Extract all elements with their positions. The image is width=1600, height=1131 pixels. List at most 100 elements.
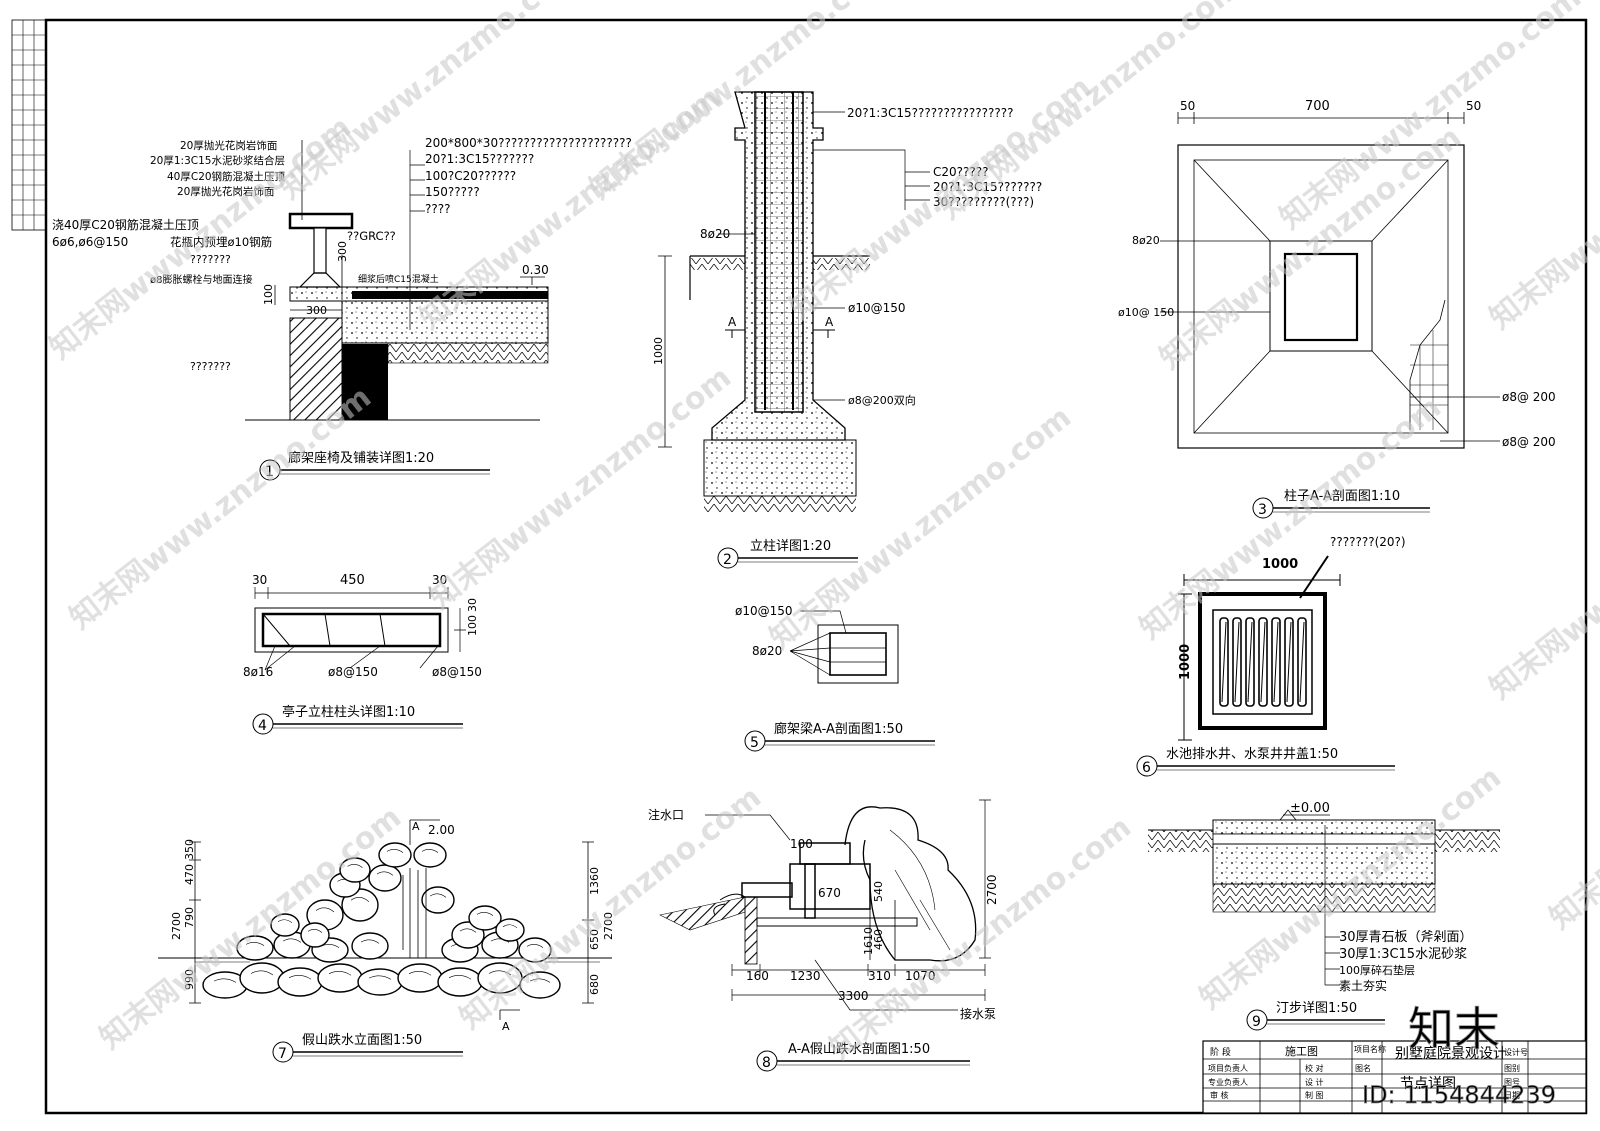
watermark-text: 知末网www.znzmo.com (93, 800, 408, 1057)
rock-shape (421, 886, 455, 914)
watermark-text: 知末网www.znzmo.com (1543, 680, 1600, 937)
outer-border (44, 18, 1588, 1115)
detail-1-note-left-6: 花瓶内预埋ø10钢筋 (170, 235, 272, 249)
detail-2-number: 2 (723, 552, 732, 568)
detail-1-concrete-note: 细浆后喷C15混凝土 (358, 273, 439, 285)
detail-1-elevation: 0.30 (522, 263, 549, 277)
detail-7-dim-right-2: 680 (588, 974, 601, 995)
detail-8-dim-1: 1230 (790, 969, 821, 983)
detail-3-dim-1: 700 (1305, 99, 1330, 114)
detail-7-dim-left-0: 350 (183, 839, 196, 860)
rock-shape (397, 963, 443, 993)
detail-7-dim-right-3: 2700 (602, 912, 615, 940)
rock-shape (518, 937, 552, 963)
tb-date: 日期 (1504, 1091, 1520, 1100)
detail-7-rockery-elevation: 350 470 790 2700 990 1360 650 680 2700 A… (158, 819, 615, 1063)
resource-id: ID: 1154844239 (1362, 1081, 1556, 1109)
detail-9-note-3: 素土夯实 (1339, 978, 1387, 993)
left-margin-grid (11, 19, 47, 231)
detail-4-dim-1: 450 (340, 573, 365, 588)
tb-stage-value: 施工图 (1285, 1045, 1318, 1058)
detail-8-note-inlet: 注水口 (648, 807, 684, 822)
detail-6-drain-cover: ???????(20?) 1000 1000 6 水池排水井、水泵井井盖1:50 (1136, 535, 1406, 777)
detail-1-dim-300a: 300 (336, 241, 349, 262)
detail-4-note-1: ø8@150 (328, 665, 378, 679)
detail-8-title: A-A假山跌水剖面图1:50 (788, 1041, 930, 1057)
detail-7-section-a-top: A (412, 820, 420, 833)
detail-9-note-1: 30厚1:3C15水泥砂浆 (1339, 947, 1467, 962)
detail-6-dim-height: 1000 (1178, 644, 1193, 680)
detail-3-note-0: 8ø20 (1132, 234, 1160, 247)
tb-draft: 制 图 (1305, 1090, 1324, 1100)
rock-shape (368, 864, 402, 892)
detail-1-note-right-3: 150????? (425, 185, 480, 199)
detail-3-dim-2: 50 (1466, 99, 1481, 113)
rock-shape (270, 913, 300, 937)
detail-8-dim-460: 460 (872, 929, 885, 950)
rock-shape (239, 962, 285, 994)
detail-7-dim-left-2: 790 (183, 907, 196, 928)
detail-2-title: 立柱详图1:20 (750, 539, 831, 554)
detail-2-note-0: 20?1:3C15???????????????? (847, 106, 1014, 120)
tb-check: 校 对 (1305, 1063, 1324, 1073)
detail-1-ground-note: ??????? (190, 360, 231, 373)
detail-1-number: 1 (265, 464, 274, 480)
detail-5-note-0: ø10@150 (735, 604, 793, 618)
detail-5-number: 5 (750, 735, 759, 751)
detail-4-dim-0: 30 (252, 573, 267, 587)
detail-9-title: 汀步详图1:50 (1276, 1001, 1357, 1016)
rock-shape (378, 842, 412, 868)
detail-8-note-pump: 接水泵 (960, 1006, 996, 1021)
detail-4-note-2: ø8@150 (432, 665, 482, 679)
rock-shape (317, 963, 363, 993)
detail-2-section-a-right: A (825, 315, 834, 329)
tb-drawing-name-label: 图名 (1355, 1063, 1371, 1073)
detail-4-column-cap: 30 450 30 100 30 8ø16 ø8@150 ø8@150 4 亭子… (243, 573, 482, 735)
tb-project-value: 别墅庭院景观设计 (1395, 1045, 1507, 1062)
detail-6-note-0: ???????(20?) (1330, 535, 1406, 549)
rock-shape (468, 905, 502, 931)
detail-8-rockery-section: 注水口 接水泵 100 670 540 1610 460 2700 160 12… (648, 799, 999, 1072)
detail-1-note-left-2: 40厚C20钢筋混凝土压顶 (167, 170, 286, 183)
detail-2-note-5: ø10@150 (848, 301, 906, 315)
rock-shape (351, 932, 389, 960)
detail-1-grc-label: ??GRC?? (347, 229, 396, 243)
detail-9-stepping-stone: ±0.00 30厚青石板（斧剁面） 30厚1:3C15水泥砂浆 100厚碎石垫层… (1148, 801, 1500, 1031)
detail-1-note-left-8: ø8膨胀螺栓与地面连接 (150, 273, 252, 286)
detail-1-dim-100: 100 (262, 284, 275, 305)
rock-shape (413, 842, 447, 868)
tb-drawing-no: 图号 (1504, 1078, 1520, 1087)
detail-3-note-2: ø8@ 200 (1502, 390, 1556, 404)
tb-approve: 审 核 (1210, 1090, 1229, 1100)
detail-4-title: 亭子立柱柱头详图1:10 (282, 704, 415, 720)
watermark-text: 知末网www.znzmo.com (63, 380, 378, 637)
watermark-text: 知末网www.znzmo.com (1483, 80, 1600, 337)
tb-project-label: 项目名称 (1354, 1044, 1386, 1054)
detail-5-beam-section: ø10@150 8ø20 5 廊架梁A-A剖面图1:50 (735, 604, 935, 752)
rock-shape (339, 857, 371, 883)
detail-6-dim-width: 1000 (1262, 557, 1298, 572)
detail-2-note-4: 8ø20 (700, 227, 730, 241)
detail-7-section-a-bottom: A (502, 1020, 510, 1033)
detail-9-number: 9 (1252, 1014, 1261, 1030)
tb-design-no-label: 设计号 (1504, 1047, 1528, 1057)
watermark-text: 知末网www.znzmo.com (1133, 390, 1448, 647)
rock-shape (341, 888, 379, 922)
rock-shape (277, 967, 323, 997)
detail-5-note-1: 8ø20 (752, 644, 782, 658)
detail-1-dim-300b: 300 (306, 304, 327, 317)
rock-shape (236, 935, 274, 961)
detail-8-dim-2700: 2700 (985, 874, 999, 905)
detail-1-title: 廊架座椅及铺装详图1:20 (288, 450, 434, 466)
detail-1-note-left-7: ??????? (190, 253, 231, 266)
detail-9-note-0: 30厚青石板（斧剁面） (1339, 930, 1473, 945)
detail-2-column: 20?1:3C15???????????????? C20????? 20?1:… (652, 91, 1042, 569)
detail-2-dim-1000: 1000 (652, 337, 665, 365)
detail-4-number: 4 (258, 718, 267, 734)
detail-3-note-1: ø10@ 150 (1118, 306, 1174, 319)
detail-7-dim-right-1: 650 (588, 929, 601, 950)
detail-4-dim-3: 100 (466, 615, 479, 636)
detail-8-dim-3: 1070 (905, 969, 936, 983)
detail-3-number: 3 (1258, 502, 1267, 518)
tb-project-lead: 项目负责人 (1208, 1063, 1248, 1073)
